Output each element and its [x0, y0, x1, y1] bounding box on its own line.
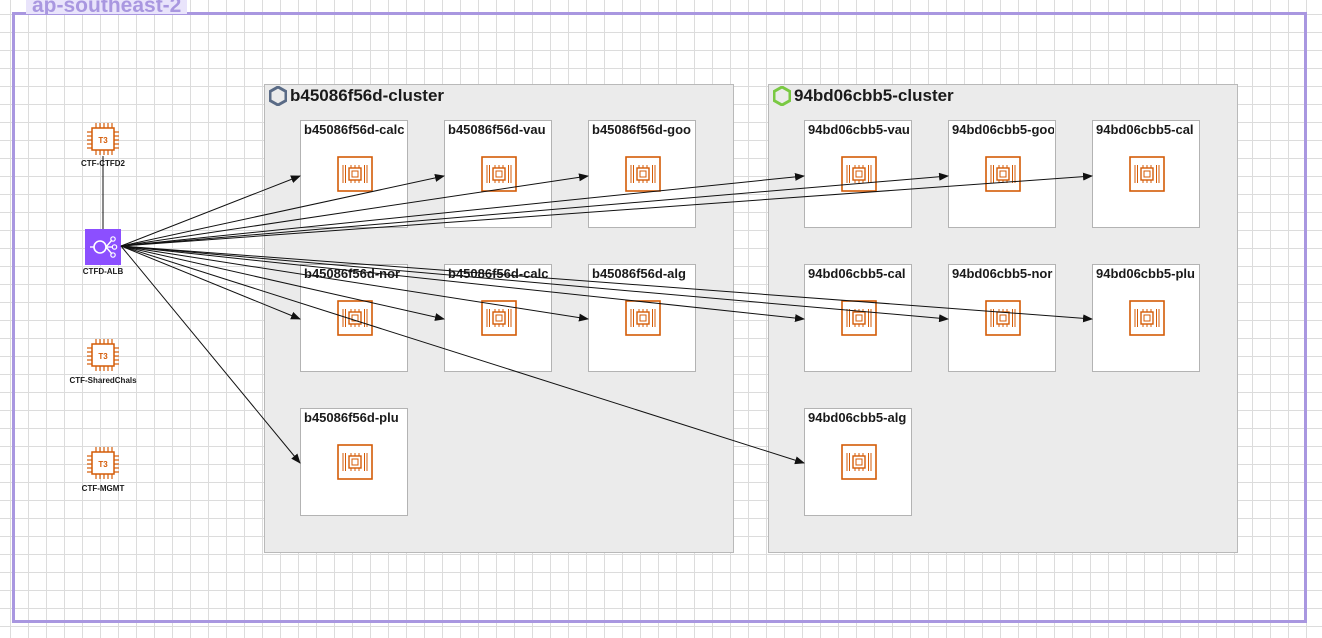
edge: [120, 173, 589, 247]
edge: [120, 245, 301, 464]
cluster-title: 94bd06cbb5-cluster: [773, 86, 954, 106]
edge: [120, 175, 301, 247]
edge: [120, 245, 1093, 323]
svg-text:T3: T3: [98, 136, 108, 145]
edge: [120, 172, 949, 247]
load-balancer-icon[interactable]: [85, 229, 121, 265]
ec2-instance-icon[interactable]: T3: [86, 446, 120, 480]
edge: [120, 172, 1093, 247]
task-node[interactable]: b45086f56d-calc: [300, 120, 408, 228]
ecs-cluster-icon: [773, 86, 791, 106]
task-node[interactable]: 94bd06cbb5-nor: [948, 264, 1056, 372]
edge: [120, 245, 805, 465]
task-node[interactable]: b45086f56d-plu: [300, 408, 408, 516]
edge: [120, 245, 805, 323]
task-node[interactable]: 94bd06cbb5-goo: [948, 120, 1056, 228]
node-label-alb: CTFD-ALB: [82, 267, 124, 276]
svg-text:T3: T3: [98, 352, 108, 361]
node-label-shared: CTF-SharedChals: [69, 376, 137, 385]
task-node[interactable]: b45086f56d-goo: [588, 120, 696, 228]
edge: [120, 245, 949, 323]
region-label: ap-southeast-2: [26, 0, 188, 14]
task-node[interactable]: 94bd06cbb5-cal: [804, 264, 912, 372]
svg-text:T3: T3: [98, 460, 108, 469]
ec2-instance-icon[interactable]: T3: [86, 338, 120, 372]
task-node[interactable]: 94bd06cbb5-vau: [804, 120, 912, 228]
region-ap-southeast-2: [12, 12, 1307, 623]
ec2-instance-icon[interactable]: T3: [86, 122, 120, 156]
task-node[interactable]: 94bd06cbb5-alg: [804, 408, 912, 516]
edge: [120, 173, 445, 247]
edge: [120, 245, 589, 322]
edge: [120, 172, 805, 247]
cluster-title: b45086f56d-cluster: [269, 86, 444, 106]
task-node[interactable]: b45086f56d-alg: [588, 264, 696, 372]
node-label-mgmt: CTF-MGMT: [81, 484, 125, 493]
edge: [120, 245, 445, 321]
ecs-cluster-icon: [269, 86, 287, 106]
edge: [120, 245, 301, 320]
